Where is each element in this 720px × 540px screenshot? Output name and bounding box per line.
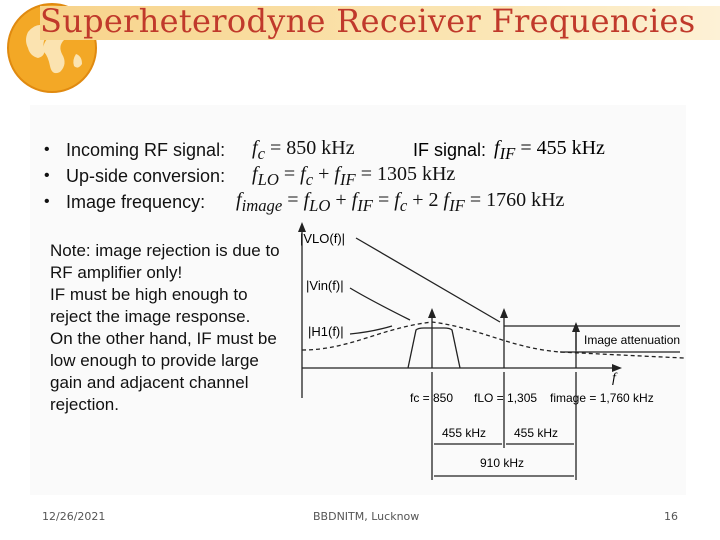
bullet-dot: • xyxy=(44,141,50,158)
footer-page-number: 16 xyxy=(664,510,678,523)
note-paragraph: On the other hand, IF must be low enough… xyxy=(50,329,277,414)
f-axis-label: f xyxy=(612,371,618,386)
fimage-arrowhead xyxy=(572,322,580,332)
if-signal-label: IF signal: xyxy=(413,139,487,160)
vlo-label: |VLO(f)| xyxy=(300,231,345,246)
if-signal-math: fIF = 455 kHz xyxy=(494,136,605,163)
slide-image-panel xyxy=(30,105,686,495)
span-label: 910 kHz xyxy=(480,456,524,470)
bullet-label: Incoming RF signal: xyxy=(66,139,226,160)
flo-arrowhead xyxy=(500,308,508,318)
bullet-rf-signal: • Incoming RF signal: fc = 850 kHz xyxy=(44,137,564,163)
bullet-label: Image frequency: xyxy=(66,191,206,212)
if-signal: IF signal: fIF = 455 kHz xyxy=(413,137,605,163)
image-attenuation-label: Image attenuation xyxy=(584,333,680,347)
note-paragraph: IF must be high enough to reject the ima… xyxy=(50,285,251,326)
bullet-math: fimage = fLO + fIF = fc + 2 fIF = 1760 k… xyxy=(236,188,565,215)
bullet-upside-conversion: • Up-side conversion: fLO = fc + fIF = 1… xyxy=(44,163,564,189)
bullet-dot: • xyxy=(44,193,50,210)
h1-leader xyxy=(349,325,393,335)
h1-response-curve xyxy=(301,321,685,359)
vin-label: |Vin(f)| xyxy=(306,278,344,293)
footer-institution: BBDNITM, Lucknow xyxy=(313,510,420,523)
note-paragraph: Note: image rejection is due to RF ampli… xyxy=(50,241,280,282)
footer-date: 12/26/2021 xyxy=(42,510,106,523)
fc-arrowhead xyxy=(428,308,436,318)
bullet-math: fLO = fc + fIF = 1305 kHz xyxy=(252,162,456,189)
flo-tick-label: fLO = 1,305 xyxy=(474,391,537,405)
bullet-image-frequency: • Image frequency: fimage = fLO + fIF = … xyxy=(44,189,564,215)
page-title: Superheterodyne Receiver Frequencies xyxy=(40,2,696,40)
bullet-label: Up-side conversion: xyxy=(66,165,226,186)
fimage-tick-label: fimage = 1,760 kHz xyxy=(550,391,654,405)
if-gap-label-1: 455 kHz xyxy=(442,426,486,440)
bullet-dot: • xyxy=(44,167,50,184)
y-axis-arrowhead xyxy=(298,222,306,232)
vlo-leader xyxy=(355,237,501,323)
h1-label: |H1(f)| xyxy=(308,324,344,339)
vin-leader xyxy=(349,287,411,321)
bullet-list: • Incoming RF signal: fc = 850 kHz • Up-… xyxy=(44,137,564,215)
if-gap-label-2: 455 kHz xyxy=(514,426,558,440)
note-text: Note: image rejection is due to RF ampli… xyxy=(50,240,280,416)
fc-tick-label: fc = 850 xyxy=(410,391,453,405)
bullet-math: fc = 850 kHz xyxy=(252,136,355,163)
f-axis-arrowhead xyxy=(612,364,622,372)
title-bar xyxy=(40,6,720,40)
vin-bandpass xyxy=(407,327,461,369)
